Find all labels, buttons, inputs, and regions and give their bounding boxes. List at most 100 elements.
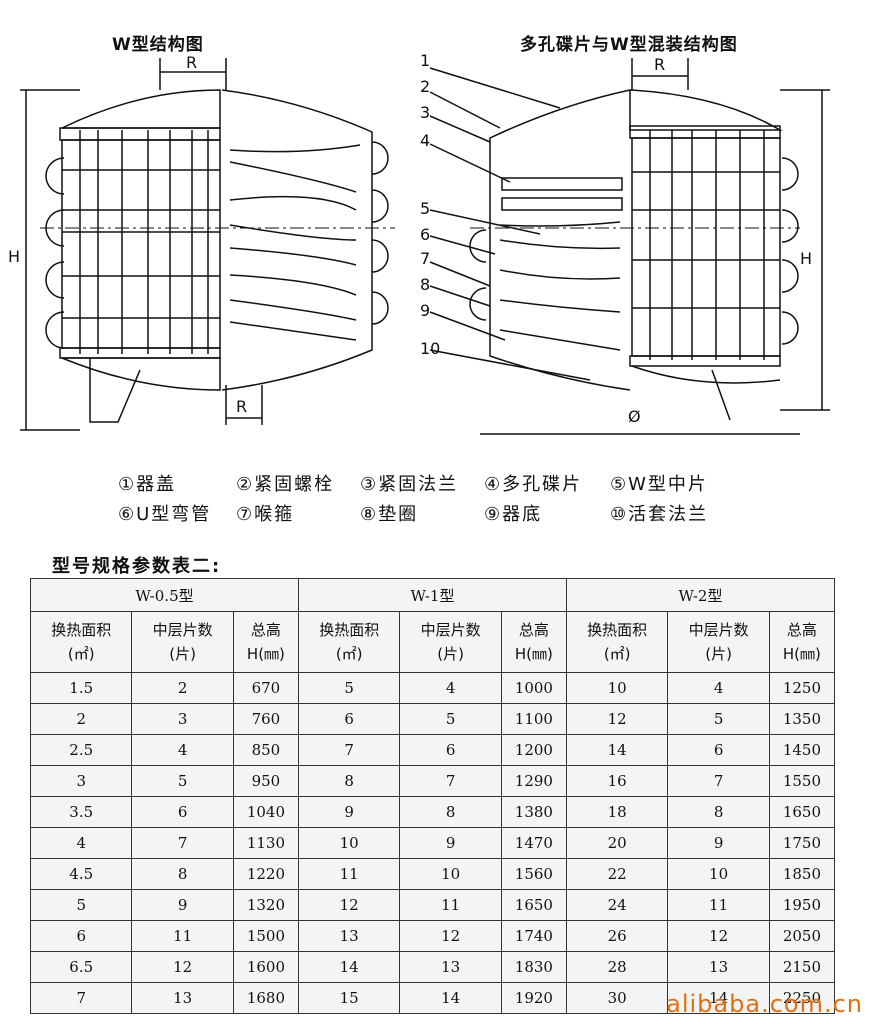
table-cell: 1920 (500, 982, 567, 1014)
table-cell: 12 (565, 703, 669, 735)
column-header: 换热面积(㎡) (297, 611, 401, 673)
table-cell: 1850 (768, 858, 836, 890)
column-header-label: 总高 (250, 621, 281, 639)
table-cell: 2.5 (29, 734, 133, 766)
table-cell: 9 (667, 827, 770, 859)
table-cell: 1470 (500, 827, 567, 859)
table-cell: 11 (297, 858, 401, 890)
part-label-6: 6 (420, 225, 430, 244)
table-cell: 5 (399, 703, 502, 735)
legend-item: ①器盖 (118, 474, 177, 495)
table-cell: 14 (399, 982, 502, 1014)
table-cell: 1100 (500, 703, 567, 735)
table-cell: 5 (297, 672, 401, 704)
table-cell: 2050 (768, 920, 836, 952)
column-header-label: 中层片数 (688, 621, 749, 639)
table-cell: 20 (565, 827, 669, 859)
table-cell: 3 (29, 765, 133, 797)
table-cell: 4 (399, 672, 502, 704)
table-cell: 4.5 (29, 858, 133, 890)
legend-item: ④多孔碟片 (484, 474, 583, 495)
legend-item: ⑤W型中片 (610, 474, 708, 495)
table-cell: 12 (399, 920, 502, 952)
table-cell: 10 (565, 672, 669, 704)
table-cell: 1250 (768, 672, 836, 704)
part-label-3: 3 (420, 103, 430, 122)
legend-item: ⑨器底 (484, 504, 543, 525)
left-dim-h: H (8, 247, 20, 266)
table-cell: 14 (565, 734, 669, 766)
part-label-10: 10 (420, 339, 440, 358)
column-header: 中层片数 (片) (131, 611, 234, 673)
legend-item: ②紧固螺栓 (236, 474, 335, 495)
table-cell: 10 (667, 858, 770, 890)
table-cell: 6 (29, 920, 133, 952)
table-cell: 1740 (500, 920, 567, 952)
table-cell: 950 (232, 765, 299, 797)
legend-item: ⑧垫圈 (360, 504, 419, 525)
part-label-2: 2 (420, 77, 430, 96)
part-label-9: 9 (420, 301, 430, 320)
table-cell: 26 (565, 920, 669, 952)
table-cell: 8 (399, 796, 502, 828)
table-cell: 12 (131, 951, 234, 983)
right-dim-r-top: R (654, 55, 665, 74)
table-cell: 5 (29, 889, 133, 921)
column-header-unit: (片) (169, 645, 196, 663)
table-cell: 1650 (768, 796, 836, 828)
table-cell: 4 (131, 734, 234, 766)
column-header-unit: H(㎜) (246, 645, 285, 663)
table-cell: 1350 (768, 703, 836, 735)
table-cell: 4 (29, 827, 133, 859)
column-header: 中层片数(片) (667, 611, 770, 673)
table-cell: 1290 (500, 765, 567, 797)
legend-item: ⑦喉箍 (236, 504, 295, 525)
table-cell: 13 (667, 951, 770, 983)
table-cell: 2250 (768, 982, 836, 1014)
table-cell: 16 (565, 765, 669, 797)
table-cell: 1750 (768, 827, 836, 859)
table-cell: 12 (297, 889, 401, 921)
table-cell: 10 (399, 858, 502, 890)
table-cell: 6 (297, 703, 401, 735)
column-header-unit: H(㎜) (782, 645, 821, 663)
table-cell: 1830 (500, 951, 567, 983)
table-cell: 7 (297, 734, 401, 766)
table-cell: 8 (131, 858, 234, 890)
column-header-label: 中层片数 (152, 621, 213, 639)
table-cell: 670 (232, 672, 299, 704)
table-cell: 7 (667, 765, 770, 797)
column-header-unit: (㎡) (335, 645, 363, 663)
group-header: W-2型 (565, 578, 836, 612)
table-cell: 13 (131, 982, 234, 1014)
table-cell: 12 (667, 920, 770, 952)
legend-item: ⑩活套法兰 (610, 504, 709, 525)
table-cell: 9 (399, 827, 502, 859)
table-cell: 11 (131, 920, 234, 952)
part-label-7: 7 (420, 249, 430, 268)
table-cell: 11 (399, 889, 502, 921)
table-cell: 6 (399, 734, 502, 766)
column-header: 中层片数(片) (399, 611, 502, 673)
table-cell: 850 (232, 734, 299, 766)
left-drawing-title: W型结构图 (112, 35, 204, 55)
table-cell: 11 (667, 889, 770, 921)
table-cell: 30 (565, 982, 669, 1014)
table-cell: 3.5 (29, 796, 133, 828)
legend-item: ③紧固法兰 (360, 474, 459, 495)
table-cell: 2 (29, 703, 133, 735)
table-cell: 7 (131, 827, 234, 859)
table-cell: 18 (565, 796, 669, 828)
table-cell: 1450 (768, 734, 836, 766)
table-cell: 4 (667, 672, 770, 704)
table-cell: 15 (297, 982, 401, 1014)
